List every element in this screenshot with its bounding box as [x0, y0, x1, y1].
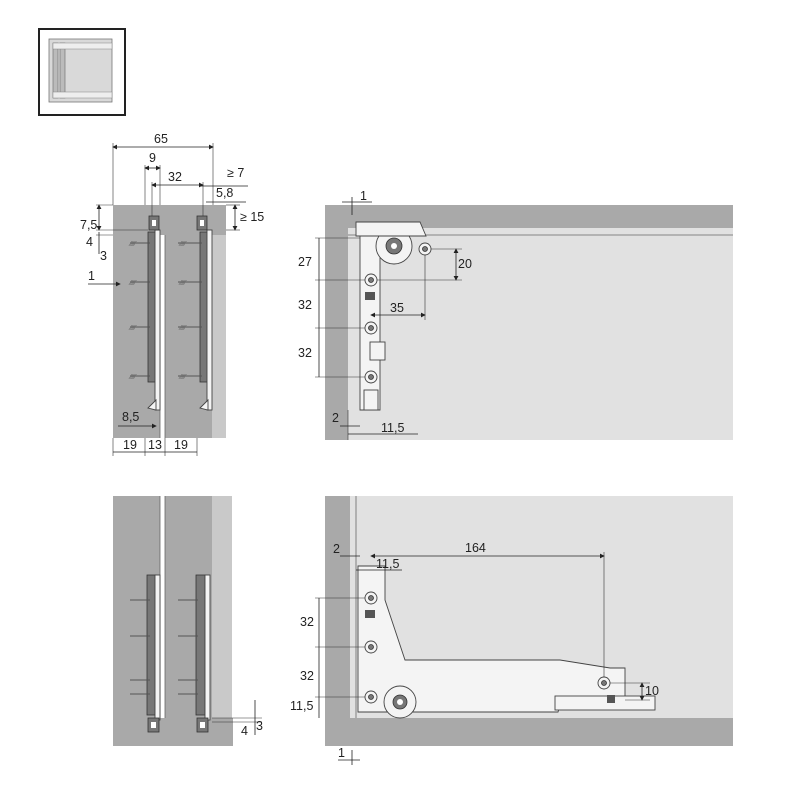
- dim-ge15: ≥ 15: [240, 210, 264, 224]
- dim-3-bottom: 3: [256, 719, 263, 733]
- svg-text:⁄⁄⁄⁄⁄: ⁄⁄⁄⁄⁄: [128, 374, 138, 381]
- svg-text:⁄⁄⁄⁄⁄: ⁄⁄⁄⁄⁄: [128, 241, 138, 248]
- screw-group-bottom: [130, 599, 198, 695]
- svg-text:⁄⁄⁄⁄⁄: ⁄⁄⁄⁄⁄: [178, 374, 188, 381]
- hinge-bottom: [357, 565, 656, 719]
- svg-text:⁄⁄⁄⁄⁄: ⁄⁄⁄⁄⁄: [178, 280, 188, 287]
- bottom-left-view: 4 3: [113, 496, 263, 746]
- dim-3: 3: [100, 249, 107, 263]
- dim-8-5: 8,5: [122, 410, 139, 424]
- top-left-view: ⁄⁄⁄⁄⁄ ⁄⁄⁄⁄⁄ ⁄⁄⁄⁄⁄ ⁄⁄⁄⁄⁄ ⁄⁄⁄⁄⁄ ⁄⁄⁄⁄⁄ ⁄⁄⁄⁄…: [80, 132, 264, 456]
- top-right-view: 1 27 32 32 20 35 2 11,5: [298, 189, 733, 440]
- dim-1: 1: [88, 269, 95, 283]
- svg-text:⁄⁄⁄⁄⁄: ⁄⁄⁄⁄⁄: [178, 325, 188, 332]
- dim-32-upper-bottom: 32: [300, 615, 314, 629]
- dim-27: 27: [298, 255, 312, 269]
- svg-text:⁄⁄⁄⁄⁄: ⁄⁄⁄⁄⁄: [128, 280, 138, 287]
- dim-13: 13: [148, 438, 162, 452]
- dim-20: 20: [458, 257, 472, 271]
- dim-4-bottom: 4: [241, 724, 248, 738]
- dim-11-5-side: 11,5: [290, 699, 313, 713]
- dim-5-8: 5,8: [216, 186, 233, 200]
- dim-32-top: 32: [168, 170, 182, 184]
- screw-group-left: ⁄⁄⁄⁄⁄ ⁄⁄⁄⁄⁄ ⁄⁄⁄⁄⁄ ⁄⁄⁄⁄⁄: [128, 241, 150, 381]
- dim-32-lower: 32: [298, 346, 312, 360]
- dim-2: 2: [332, 411, 339, 425]
- dim-32-lower-bottom: 32: [300, 669, 314, 683]
- dim-65: 65: [154, 132, 168, 146]
- dim-1-top: 1: [360, 189, 367, 203]
- dim-35: 35: [390, 301, 404, 315]
- dim-ge7: ≥ 7: [227, 166, 244, 180]
- dim-7-5: 7,5: [80, 218, 97, 232]
- dim-11-5-top: 11,5: [376, 557, 399, 571]
- dim-2-bottom: 2: [333, 542, 340, 556]
- dim-11-5: 11,5: [381, 421, 404, 435]
- dim-19-left: 19: [123, 438, 137, 452]
- front-panel-icon: [38, 28, 126, 116]
- svg-text:⁄⁄⁄⁄⁄: ⁄⁄⁄⁄⁄: [128, 325, 138, 332]
- hinge-top: [355, 221, 432, 411]
- dim-164: 164: [465, 541, 486, 555]
- dim-32-upper: 32: [298, 298, 312, 312]
- svg-text:⁄⁄⁄⁄⁄: ⁄⁄⁄⁄⁄: [178, 241, 188, 248]
- screw-group-right: ⁄⁄⁄⁄⁄ ⁄⁄⁄⁄⁄ ⁄⁄⁄⁄⁄ ⁄⁄⁄⁄⁄: [178, 241, 202, 381]
- dim-10: 10: [645, 684, 659, 698]
- dim-9: 9: [149, 151, 156, 165]
- dim-4: 4: [86, 235, 93, 249]
- dim-1-bottom: 1: [338, 746, 345, 760]
- dim-19-right: 19: [174, 438, 188, 452]
- bottom-right-view: 2 11,5 164 32 32 11,5 10 1: [290, 496, 733, 765]
